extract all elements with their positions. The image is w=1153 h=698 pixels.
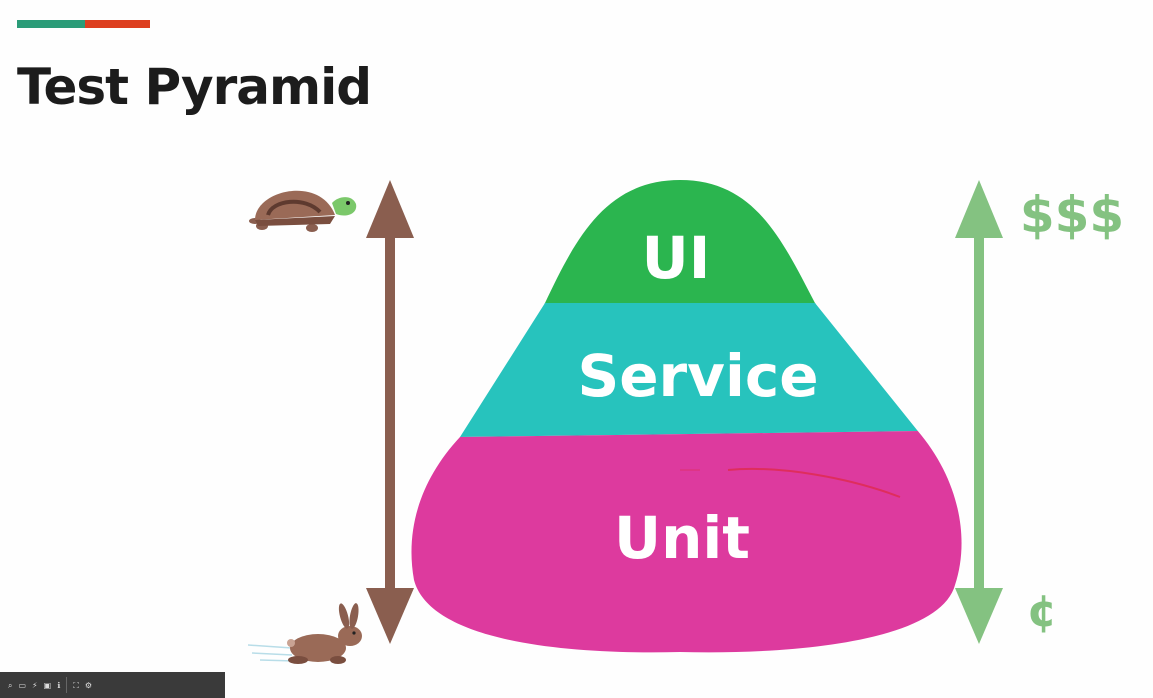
zoom-icon: ⌕ xyxy=(8,680,13,690)
info-icon: ℹ xyxy=(57,680,61,690)
comment-icon: ▭ xyxy=(18,680,27,690)
accent-orange xyxy=(85,20,150,28)
turtle-icon xyxy=(249,190,357,232)
layer-label-unit: Unit xyxy=(614,504,750,572)
fit-icon: ⛶ xyxy=(73,680,79,690)
layer-label-ui: UI xyxy=(642,224,711,292)
speed-arrow xyxy=(366,180,414,644)
highlight-button[interactable]: ⚡ xyxy=(32,681,38,690)
zoom-button[interactable]: ⌕ xyxy=(8,681,12,690)
info-button[interactable]: ℹ xyxy=(57,681,60,690)
slide-title: Test Pyramid xyxy=(17,58,372,116)
accent-bar xyxy=(17,20,150,28)
cost-label-low: ¢ xyxy=(1027,586,1058,637)
highlight-icon: ⚡ xyxy=(32,680,38,690)
toolbar-separator xyxy=(66,677,68,693)
cost-label-high: $$$ xyxy=(1020,186,1124,244)
fit-button[interactable]: ⛶ xyxy=(73,681,79,690)
layer-unit xyxy=(411,430,962,653)
cost-arrow xyxy=(955,180,1003,644)
annotation-stroke xyxy=(727,467,901,498)
accent-green xyxy=(17,20,85,28)
settings-icon: ⚙ xyxy=(84,680,93,690)
comment-button[interactable]: ▭ xyxy=(18,681,26,690)
view-button[interactable]: ▣ xyxy=(44,681,52,690)
view-icon: ▣ xyxy=(43,680,52,690)
settings-button[interactable]: ⚙ xyxy=(85,681,92,690)
rabbit-icon xyxy=(247,603,362,664)
layer-label-service: Service xyxy=(577,342,818,410)
viewer-toolbar: ⌕ ▭ ⚡ ▣ ℹ ⛶ ⚙ xyxy=(0,672,225,698)
